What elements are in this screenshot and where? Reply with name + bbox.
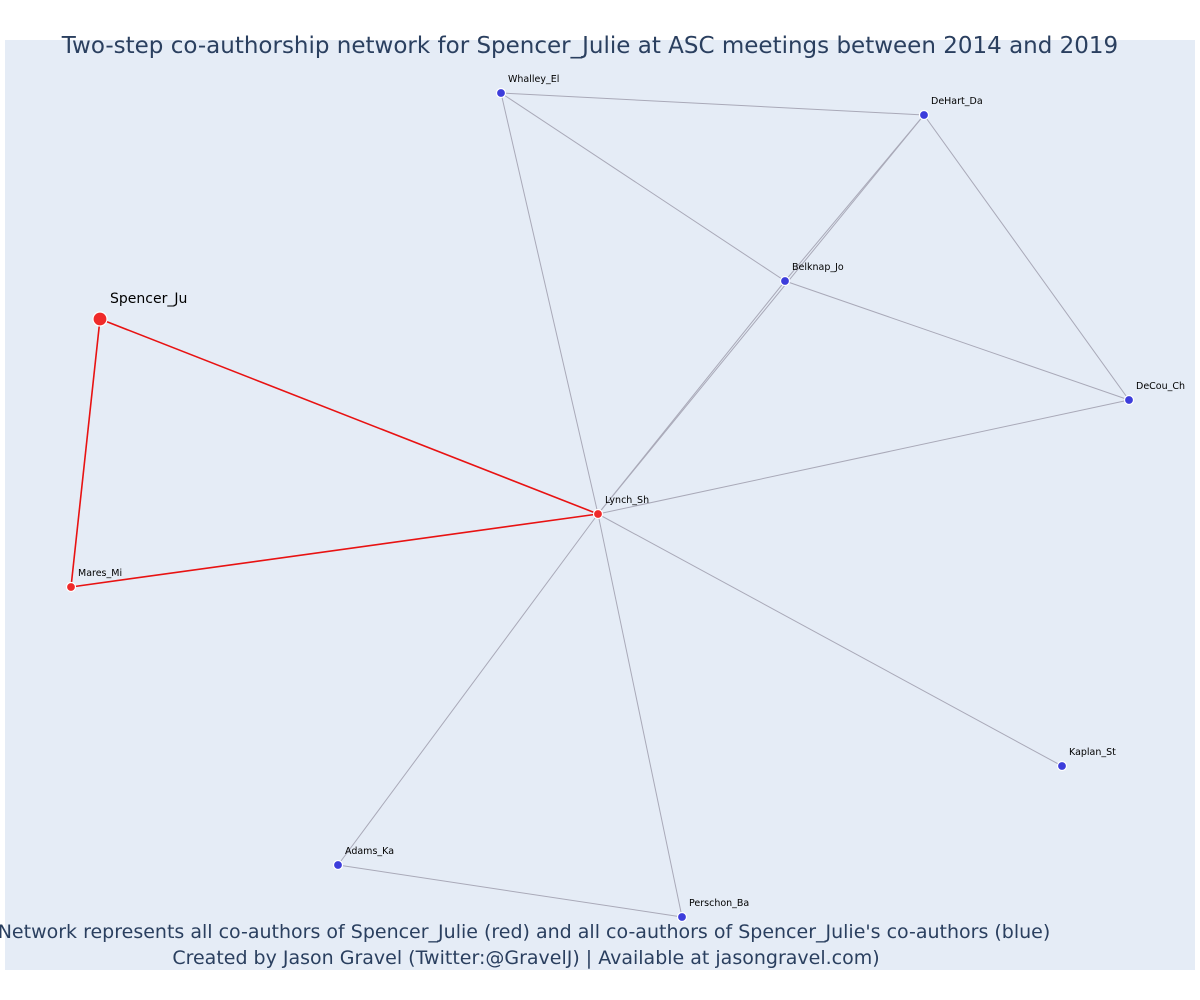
node-label-Belknap_Jo: Belknap_Jo bbox=[792, 262, 844, 273]
node-Mares_Mi[interactable] bbox=[65, 581, 77, 593]
edge-Mares_Mi-Lynch_Sh bbox=[70, 513, 599, 588]
node-Spencer_Ju[interactable] bbox=[92, 311, 108, 327]
node-label-Whalley_El: Whalley_El bbox=[508, 74, 559, 85]
edge-Whalley_El-Belknap_Jo bbox=[500, 92, 786, 282]
edge-Whalley_El-DeHart_Da bbox=[500, 92, 925, 116]
edge-Belknap_Jo-Lynch_Sh bbox=[597, 280, 786, 515]
chart-title: Two-step co-authorship network for Spenc… bbox=[61, 33, 1118, 59]
edge-Lynch_Sh-Perschon_Ba bbox=[597, 513, 683, 918]
edges-layer bbox=[70, 92, 1130, 918]
node-label-DeHart_Da: DeHart_Da bbox=[931, 96, 983, 107]
node-label-Perschon_Ba: Perschon_Ba bbox=[689, 898, 749, 909]
node-label-Kaplan_St: Kaplan_St bbox=[1069, 747, 1116, 758]
edge-DeCou_Ch-Lynch_Sh bbox=[597, 399, 1130, 515]
node-DeHart_Da[interactable] bbox=[918, 109, 930, 121]
node-label-DeCou_Ch: DeCou_Ch bbox=[1136, 381, 1185, 392]
edge-DeHart_Da-DeCou_Ch bbox=[923, 114, 1130, 401]
node-Whalley_El[interactable] bbox=[495, 87, 507, 99]
node-Adams_Ka[interactable] bbox=[332, 859, 344, 871]
edge-Spencer_Ju-Lynch_Sh bbox=[99, 318, 599, 515]
node-label-Adams_Ka: Adams_Ka bbox=[345, 846, 394, 857]
edge-Adams_Ka-Perschon_Ba bbox=[337, 864, 683, 918]
caption-line-2: Created by Jason Gravel (Twitter:@Gravel… bbox=[172, 947, 879, 969]
node-label-Spencer_Ju: Spencer_Ju bbox=[110, 291, 187, 307]
node-label-Mares_Mi: Mares_Mi bbox=[78, 568, 122, 579]
node-Perschon_Ba[interactable] bbox=[676, 911, 688, 923]
edge-DeHart_Da-Lynch_Sh bbox=[597, 114, 925, 515]
node-Belknap_Jo[interactable] bbox=[779, 275, 791, 287]
plot-background bbox=[5, 40, 1195, 970]
edge-Belknap_Jo-DeCou_Ch bbox=[784, 280, 1130, 401]
node-Kaplan_St[interactable] bbox=[1056, 760, 1068, 772]
edge-Whalley_El-Lynch_Sh bbox=[500, 92, 599, 515]
nodes-layer bbox=[65, 87, 1135, 923]
edge-Spencer_Ju-Mares_Mi bbox=[70, 318, 101, 588]
node-Lynch_Sh[interactable] bbox=[592, 508, 604, 520]
node-DeCou_Ch[interactable] bbox=[1123, 394, 1135, 406]
caption-line-1: Network represents all co-authors of Spe… bbox=[0, 921, 1050, 943]
node-label-Lynch_Sh: Lynch_Sh bbox=[605, 495, 649, 506]
edge-Lynch_Sh-Kaplan_St bbox=[597, 513, 1063, 767]
edge-Lynch_Sh-Adams_Ka bbox=[337, 513, 599, 866]
